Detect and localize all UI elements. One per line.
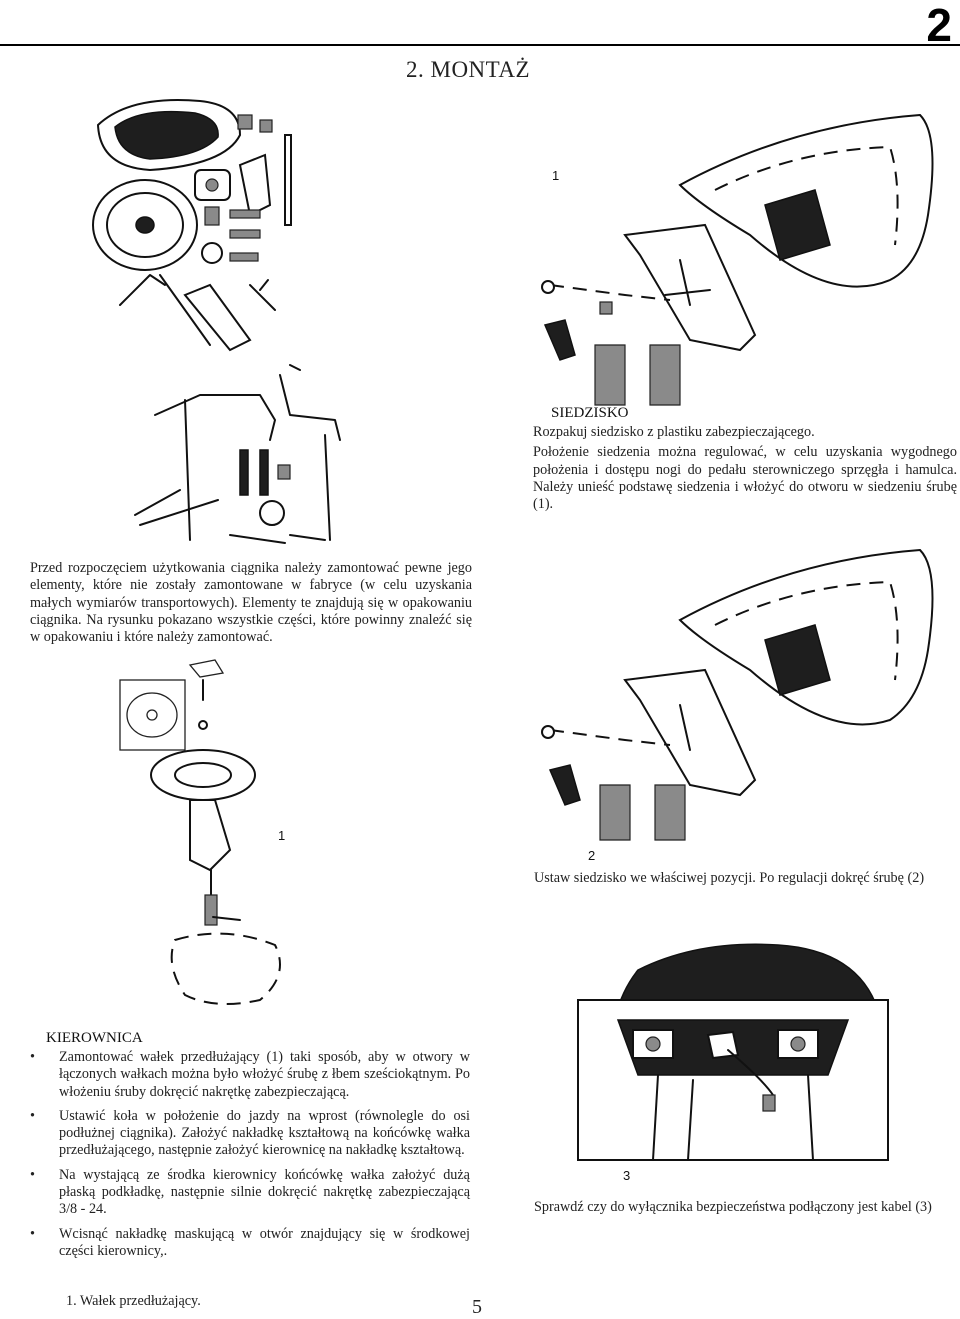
intro-paragraph: Przed rozpoczęciem użytkowania ciągnika … [30,560,472,646]
seat-figure-3 [577,943,889,1161]
seat-figure-3-label: 3 [623,1168,631,1183]
steering-figure [119,659,281,1005]
seat-line-1: Rozpakuj siedzisko z plastiku zabezpiecz… [533,424,815,440]
seat-figure-1-label: 1 [552,168,559,183]
steering-figure-label: 1 [278,828,286,843]
steering-bullet-3: Na wystającą ze środka kierownicy końców… [30,1167,470,1219]
steering-instructions: Zamontować wałek przedłużający (1) taki … [30,1049,470,1267]
header-rule [0,44,960,46]
steering-heading: KIEROWNICA [46,1030,143,1046]
seat-figure-1: 1 [541,113,934,406]
seat-line-2: Położenie siedzenia można regulować, w c… [533,444,957,513]
steering-bullet-4: Wcisnąć nakładkę maskującą w otwór znajd… [30,1226,470,1261]
seat-figure-2: 2 [541,548,934,863]
seat-caption-3: Sprawdź czy do wyłącznika bezpieczeństwa… [534,1199,932,1215]
seat-caption-2: Ustaw siedzisko we właściwej pozycji. Po… [534,870,925,886]
steering-bullet-1: Zamontować wałek przedłużający (1) taki … [30,1049,470,1101]
steering-footnote: 1. Wałek przedłużający. [66,1293,201,1309]
chapter-title: 2. MONTAŻ [406,57,531,82]
seat-heading: SIEDZISKO [551,405,629,421]
seat-instructions: Rozpakuj siedzisko z plastiku zabezpiecz… [533,424,957,513]
parts-kit-illustration [92,99,341,544]
seat-figure-2-label: 2 [588,848,595,863]
page-number: 5 [472,1296,482,1318]
steering-bullet-2: Ustawić koła w położenie do jazdy na wpr… [30,1108,470,1160]
section-number: 2 [926,0,952,51]
